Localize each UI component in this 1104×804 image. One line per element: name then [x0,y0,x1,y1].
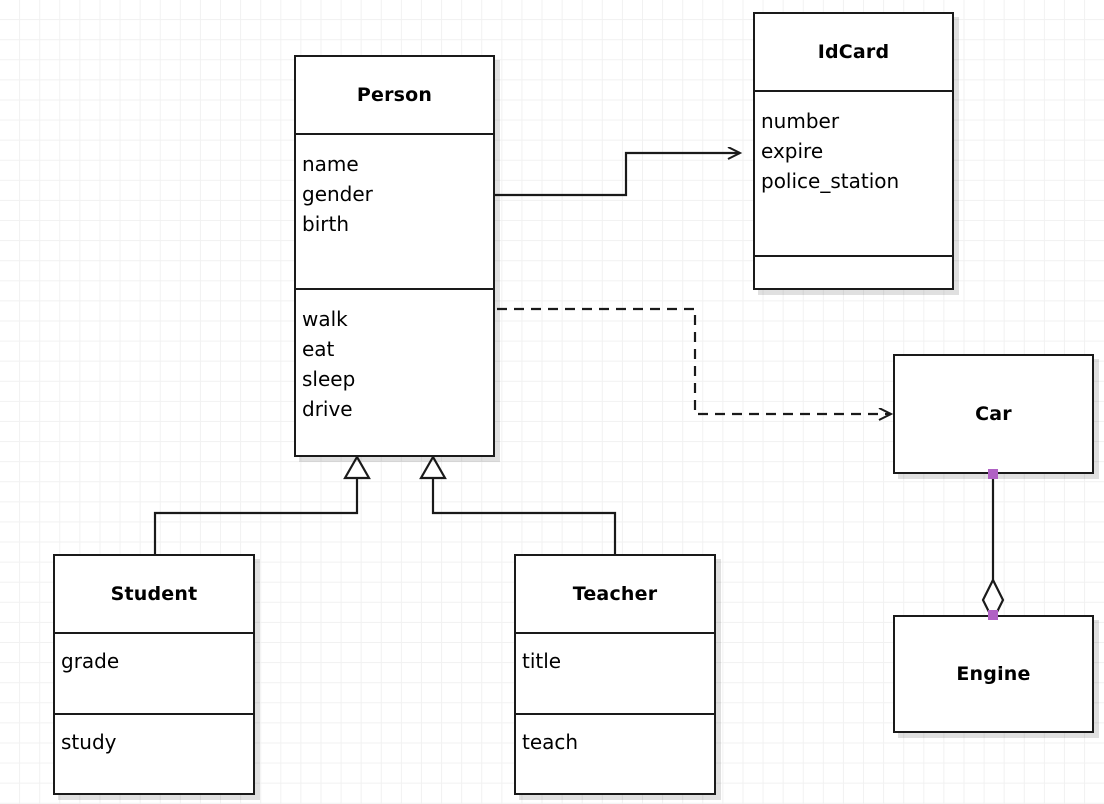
operation-item: study [61,730,117,754]
class-operations-teacher: teach [516,713,714,793]
class-box-car[interactable]: Car [893,354,1094,474]
operation-item: teach [522,730,579,754]
generalization-triangle-teacher [419,454,447,480]
class-attributes-idcard: number expire police_station [755,90,952,255]
operation-item: walk [302,307,348,331]
edge-car-engine[interactable] [981,474,1005,623]
class-box-engine[interactable]: Engine [893,615,1094,733]
attribute-item: title [522,649,562,673]
selection-handle-car-end[interactable] [988,469,998,479]
class-attributes-person: name gender birth [296,133,493,288]
class-operations-idcard [755,255,952,288]
operation-item: eat [302,337,335,361]
class-operations-student: study [55,713,253,793]
attribute-item: number [761,109,840,133]
attribute-item: expire [761,139,824,163]
class-box-teacher[interactable]: Teacher title teach [514,554,716,795]
selection-handle-engine-end[interactable] [988,610,998,620]
class-name-student: Student [110,583,198,605]
class-name-teacher: Teacher [572,583,658,605]
class-box-person[interactable]: Person name gender birth walk eat sleep … [294,55,495,457]
attribute-item: birth [302,212,349,236]
edge-person-car[interactable] [497,307,891,414]
class-attributes-teacher: title [516,632,714,713]
attribute-item: grade [61,649,120,673]
class-operations-person: walk eat sleep drive [296,288,493,455]
edge-teacher-person[interactable] [419,454,617,554]
operation-item: sleep [302,367,356,391]
class-name-idcard: IdCard [817,41,890,63]
class-name-engine: Engine [956,663,1031,685]
generalization-triangle-student [343,454,371,480]
edge-student-person[interactable] [153,454,371,554]
attribute-item: gender [302,182,373,206]
class-attributes-student: grade [55,632,253,713]
class-box-idcard[interactable]: IdCard number expire police_station [753,12,954,290]
attribute-item: name [302,152,359,176]
class-box-student[interactable]: Student grade study [53,554,255,795]
operation-item: drive [302,397,353,421]
attribute-item: police_station [761,169,900,193]
edge-person-idcard[interactable] [495,153,740,197]
class-name-person: Person [356,84,433,106]
class-name-car: Car [975,403,1012,425]
